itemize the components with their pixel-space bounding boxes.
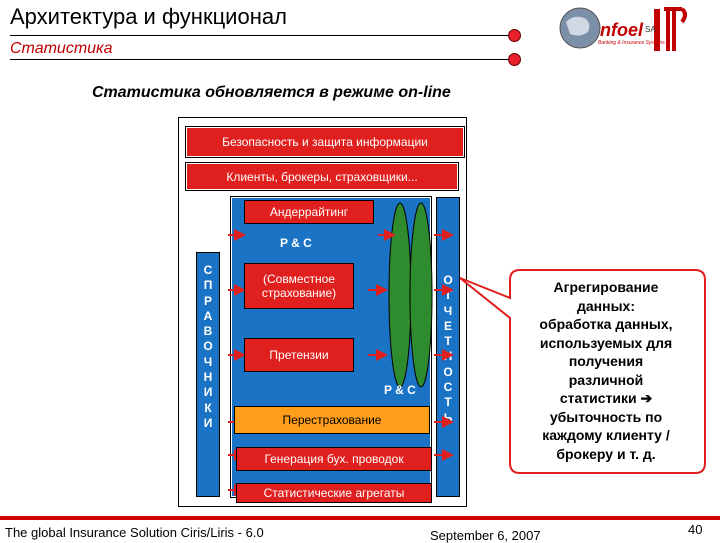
callout-line: каждому клиенту / — [542, 427, 670, 443]
pc-label-top: P & C — [280, 236, 312, 250]
reporting-letter: О — [443, 364, 453, 379]
footer-divider — [0, 516, 720, 520]
reference-letter: П — [203, 278, 213, 293]
reference-letter: В — [203, 324, 213, 339]
callout-line: различной — [568, 371, 644, 388]
coinsurance-box: (Совместное страхование) — [244, 263, 354, 309]
pc-label-bottom: P & C — [384, 383, 416, 397]
reference-letter: Р — [203, 293, 212, 308]
callout-line: статистики ➔ — [559, 390, 653, 406]
reference-letter: А — [203, 308, 213, 323]
reporting-letter: Е — [443, 318, 452, 333]
callout-line: убыточность по — [549, 408, 663, 425]
callout-line: Агрегирование — [553, 279, 659, 295]
reporting-letter: Ч — [443, 303, 453, 318]
clients-layer: Клиенты, брокеры, страховщики... — [185, 162, 459, 191]
subtitle-bullet-dot — [508, 53, 521, 66]
security-layer: Безопасность и защита информации — [185, 126, 465, 158]
logo-suffix: SA — [645, 25, 656, 34]
page-subtitle: Статистика — [10, 40, 113, 57]
reinsurance-box: Перестрахование — [234, 406, 430, 434]
company-logo — [559, 7, 687, 51]
title-bullet-dot — [508, 29, 521, 42]
aggregates-box: Статистические агрегаты — [236, 483, 432, 503]
callout-line: обработка данных, — [539, 316, 673, 332]
footer-product: The global Insurance Solution Ciris/Liri… — [5, 525, 264, 540]
reference-letter: И — [203, 415, 213, 430]
reference-letter: О — [203, 339, 213, 354]
subtitle-divider — [10, 59, 515, 60]
reference-letter: Н — [203, 370, 213, 385]
callout-line: получения — [568, 353, 644, 369]
footer-date: September 6, 2007 — [430, 528, 541, 543]
reference-letter: И — [203, 385, 213, 400]
reference-letter: Ч — [203, 354, 213, 369]
footer-page-number: 40 — [688, 522, 703, 537]
green-oval-left — [388, 202, 412, 388]
callout-text: Агрегирование данных: обработка данных, … — [520, 278, 692, 463]
accounting-box: Генерация бух. проводок — [236, 447, 432, 471]
diagram-heading: Статистика обновляется в режиме on-line — [92, 84, 451, 101]
claims-box: Претензии — [244, 338, 354, 372]
callout-line: брокеру и т. д. — [556, 445, 656, 462]
reporting-letter: О — [443, 273, 453, 287]
reporting-letter: Т — [444, 334, 452, 349]
title-divider — [10, 35, 515, 36]
callout-bubble — [459, 269, 706, 474]
page-title: Архитектура и функционал — [10, 4, 287, 29]
reference-letter: С — [203, 263, 213, 277]
reference-letter: К — [204, 400, 212, 415]
reporting-letter: Т — [444, 395, 452, 410]
flow-arrows — [228, 202, 454, 496]
callout-line: данных: — [577, 297, 635, 314]
green-oval-right — [409, 202, 433, 388]
reporting-letter: С — [443, 380, 453, 395]
callout-line: используемых для — [539, 334, 673, 351]
logo-brand: nfoel — [600, 20, 643, 40]
logo-tagline: Banking & Insurance Systems — [598, 40, 665, 46]
underwriting-box: Андеррайтинг — [244, 200, 374, 224]
